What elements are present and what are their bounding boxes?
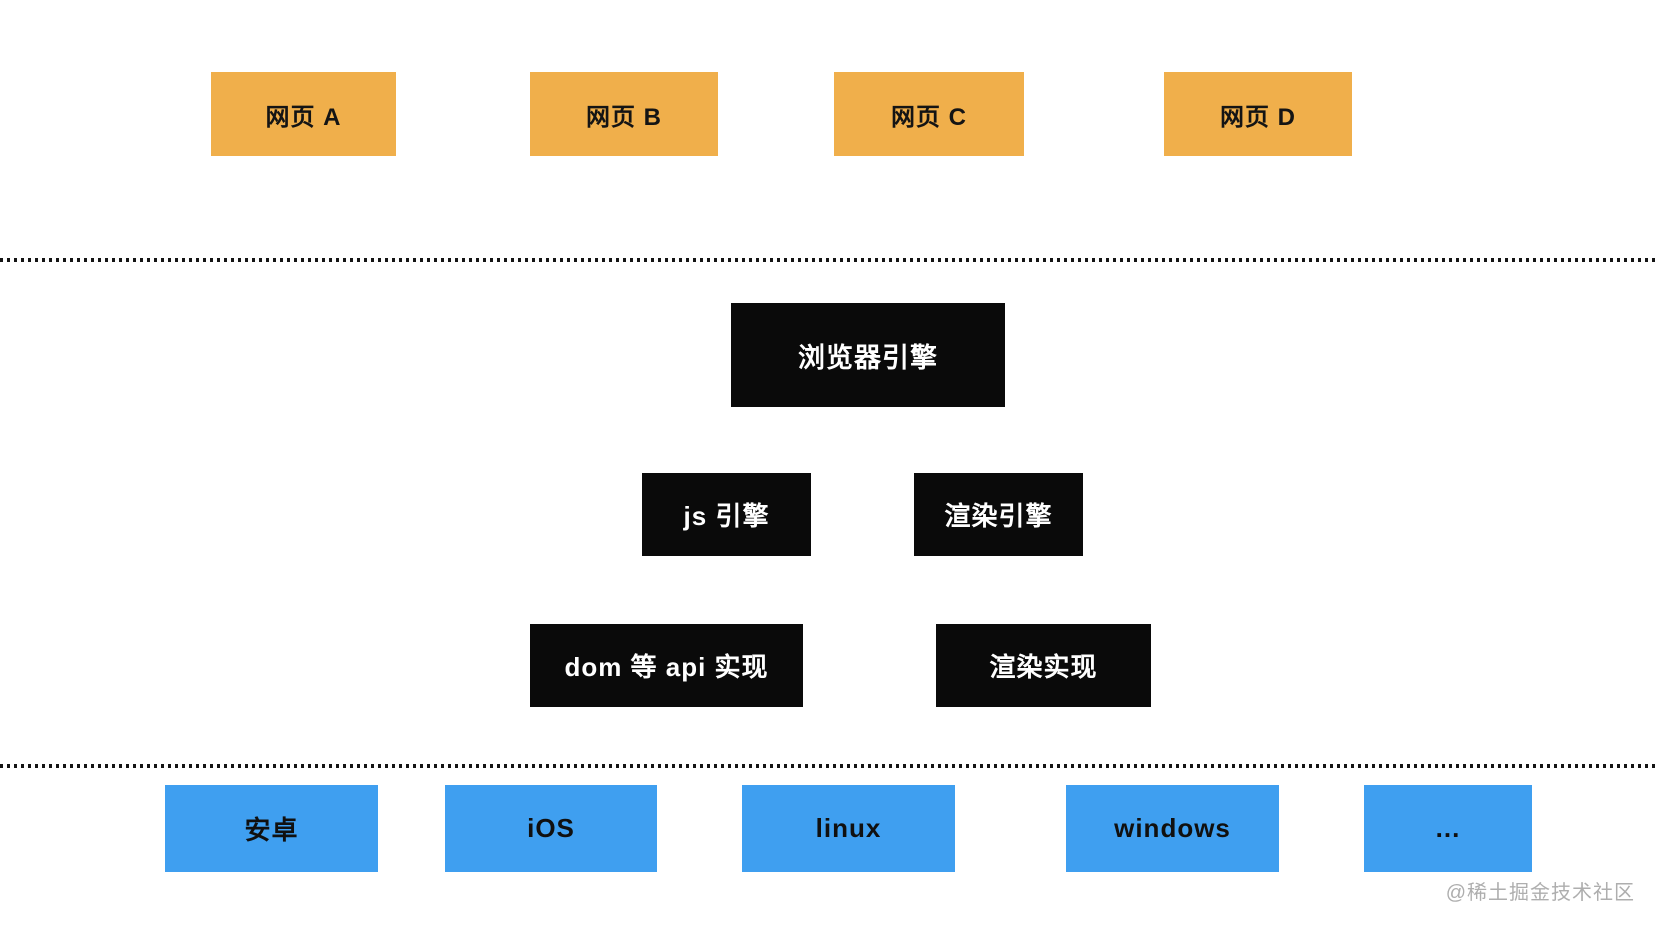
platform-more-box: ... (1364, 785, 1532, 872)
render-implementation-box: 渲染实现 (936, 624, 1151, 707)
platform-linux-box: linux (742, 785, 955, 872)
platform-ios-box: iOS (445, 785, 657, 872)
webpage-c-box: 网页 C (834, 72, 1024, 156)
webpage-b-box: 网页 B (530, 72, 718, 156)
browser-engine-box: 浏览器引擎 (731, 303, 1005, 407)
platform-android-box: 安卓 (165, 785, 378, 872)
watermark: @稀土掘金技术社区 (1445, 882, 1635, 904)
webpage-d-box: 网页 D (1164, 72, 1352, 156)
platform-windows-box: windows (1066, 785, 1279, 872)
webpage-a-box: 网页 A (211, 72, 396, 156)
separator-dotted-bottom (0, 764, 1656, 768)
js-engine-box: js 引擎 (642, 473, 811, 556)
dom-api-implementation-box: dom 等 api 实现 (530, 624, 803, 707)
separator-dotted-top (0, 258, 1656, 262)
render-engine-box: 渲染引擎 (914, 473, 1083, 556)
